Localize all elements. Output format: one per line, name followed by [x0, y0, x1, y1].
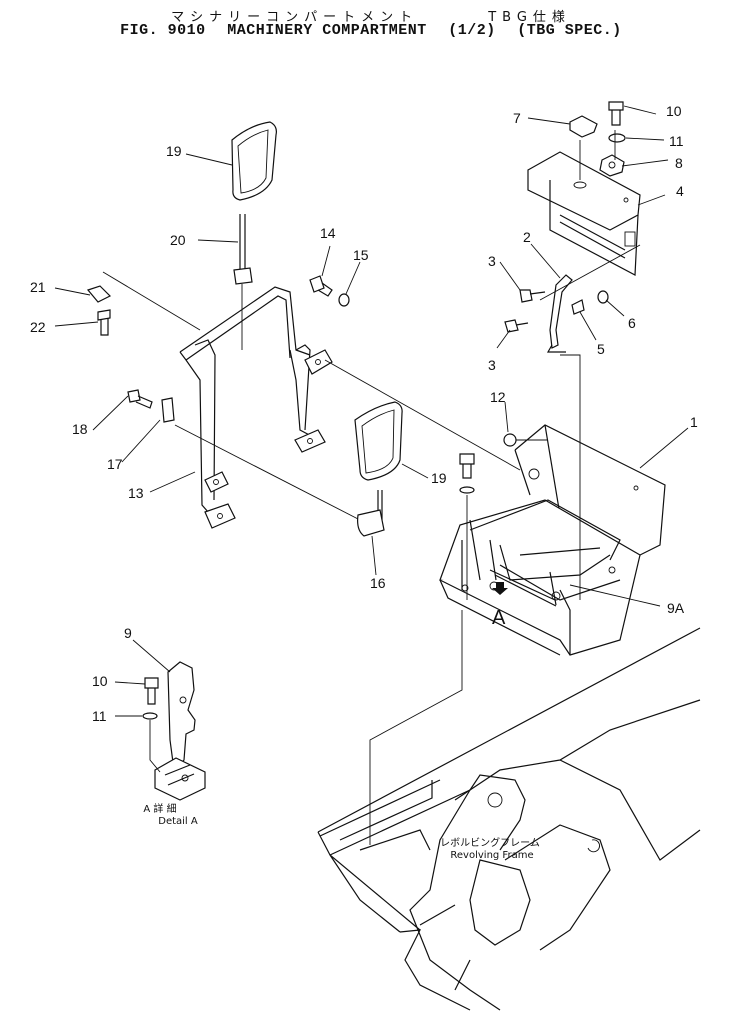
callout-14: 14	[320, 225, 336, 241]
callout-21: 21	[30, 279, 46, 295]
title-japanese: マシナリーコンパートメント TBG仕様	[0, 6, 742, 25]
callout-12: 12	[490, 389, 506, 405]
detail-a-latch	[142, 661, 206, 801]
callout-13: 13	[128, 485, 144, 501]
callout-20: 20	[170, 232, 186, 248]
callout-3-upper: 3	[488, 253, 496, 269]
frame-label-english: Revolving Frame	[450, 850, 533, 861]
callout-3-lower: 3	[488, 357, 496, 373]
callout-16: 16	[370, 575, 386, 591]
frame-label-japanese: レボルビングフレーム	[440, 836, 540, 849]
mirror-upper	[231, 121, 277, 201]
callout-1: 1	[690, 414, 698, 430]
callout-5: 5	[597, 341, 605, 357]
callout-8: 8	[675, 155, 683, 171]
leader-lines	[54, 105, 689, 717]
bracket-assembly	[527, 101, 641, 276]
mirror-stay-16	[357, 490, 385, 537]
callout-9: 9	[124, 625, 132, 641]
figure-sheet: (1/2)	[448, 22, 496, 39]
callout-10-top: 10	[666, 103, 682, 119]
clip-17-bolt-18	[127, 389, 175, 423]
mirror-stay-20	[233, 214, 253, 350]
callout-9a: 9A	[667, 600, 685, 616]
callout-7: 7	[513, 110, 521, 126]
clamp-21-bolt-22	[86, 285, 112, 336]
callout-4: 4	[676, 183, 684, 199]
toolbox-assembly	[439, 424, 666, 656]
callout-2: 2	[523, 229, 531, 245]
figure-title: FIG. 9010 MACHINERY COMPARTMENT (1/2) (T…	[0, 22, 742, 39]
callout-18: 18	[72, 421, 88, 437]
callout-11-top: 11	[669, 133, 684, 149]
callout-22: 22	[30, 319, 46, 335]
callout-19-upper: 19	[166, 143, 182, 159]
detail-label-japanese: A 詳 細	[143, 802, 176, 815]
revolving-frame	[317, 627, 701, 1011]
detail-label-english: Detail A	[158, 816, 198, 827]
bolt-14-washer-15	[309, 275, 350, 307]
figure-number: FIG. 9010	[120, 22, 206, 39]
callout-11-detail: 11	[92, 708, 107, 724]
view-marker-a: A	[492, 607, 506, 629]
handrail-assembly	[102, 271, 521, 529]
box-mount-bolt	[369, 453, 475, 845]
title-japanese-name: マシナリーコンパートメント	[171, 10, 419, 25]
callout-6: 6	[628, 315, 636, 331]
figure-name: MACHINERY COMPARTMENT	[227, 22, 427, 39]
callout-17: 17	[107, 456, 123, 472]
plug-part-12	[503, 433, 548, 447]
view-arrow-icon	[492, 582, 508, 595]
callout-15: 15	[353, 247, 369, 263]
callout-19-lower: 19	[431, 470, 447, 486]
callout-10-detail: 10	[92, 673, 108, 689]
stay-rod-assembly	[504, 244, 641, 600]
title-japanese-spec: TBG仕様	[488, 10, 571, 25]
mirror-lower	[354, 401, 403, 481]
figure-spec: (TBG SPEC.)	[517, 22, 622, 39]
